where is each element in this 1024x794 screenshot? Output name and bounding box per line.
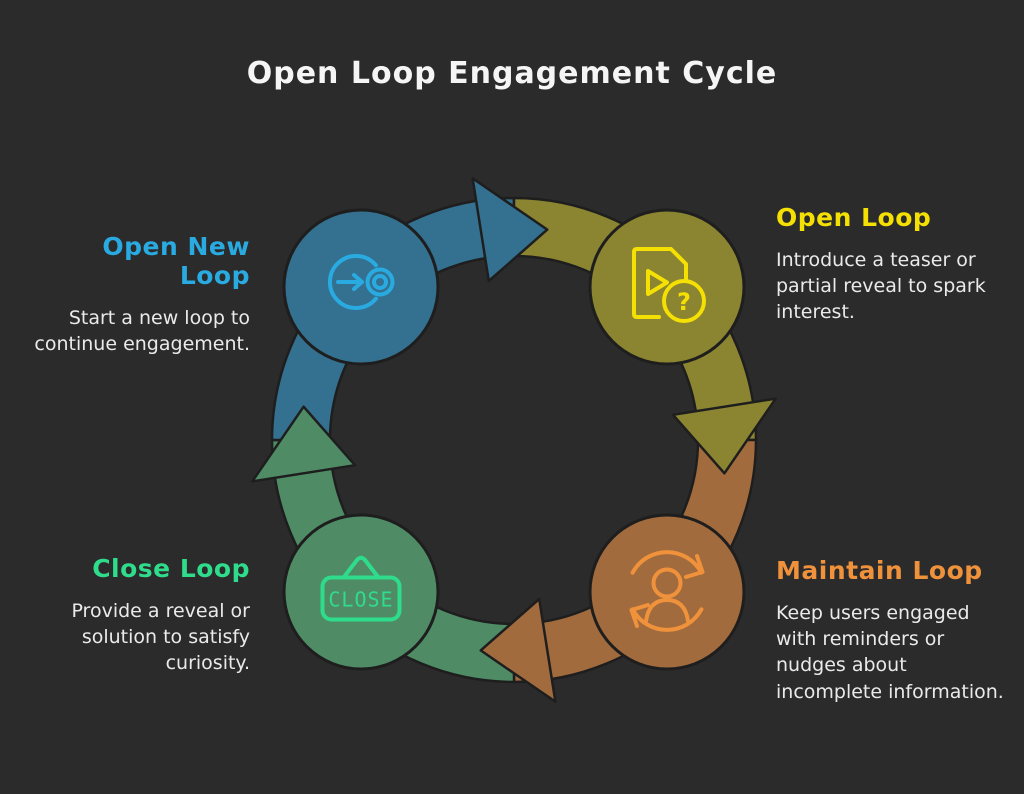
teaser-document-icon: ? — [632, 247, 706, 323]
node-description-open-new-loop: Start a new loop to continue engagement. — [34, 307, 250, 356]
node-circle-maintain-loop — [588, 513, 746, 671]
user-refresh-icon — [629, 550, 705, 632]
arrowhead-left-icon — [251, 405, 357, 483]
label-block-close-loop: Close Loop Provide a reveal or solution … — [30, 554, 250, 677]
node-description-close-loop: Provide a reveal or solution to satisfy … — [71, 600, 250, 675]
node-circle-open-loop — [588, 208, 746, 366]
node-description-maintain-loop: Keep users engaged with reminders or nud… — [776, 602, 1004, 703]
arrowhead-right-icon — [671, 397, 777, 475]
node-circle-close-loop — [282, 513, 440, 671]
close-sign-text: CLOSE — [328, 588, 393, 612]
close-sign-icon: CLOSE — [320, 555, 402, 622]
node-heading-open-loop: Open Loop — [776, 203, 932, 232]
label-block-open-loop: Open Loop Introduce a teaser or partial … — [776, 203, 1004, 326]
node-circle-open-new-loop — [282, 208, 440, 366]
arrow-into-loop-icon — [327, 254, 395, 310]
node-heading-close-loop: Close Loop — [92, 554, 250, 583]
node-heading-maintain-loop: Maintain Loop — [776, 556, 983, 585]
node-description-open-loop: Introduce a teaser or partial reveal to … — [776, 249, 986, 324]
arrowhead-top-icon — [471, 177, 549, 283]
arrowhead-bottom-icon — [479, 597, 557, 703]
label-block-open-new-loop: Open New Loop Start a new loop to contin… — [30, 232, 250, 357]
label-block-maintain-loop: Maintain Loop Keep users engaged with re… — [776, 556, 1014, 705]
question-mark-glyph: ? — [677, 288, 691, 316]
page-title: Open Loop Engagement Cycle — [246, 56, 778, 91]
node-heading-open-new-loop: Open New Loop — [102, 232, 250, 290]
